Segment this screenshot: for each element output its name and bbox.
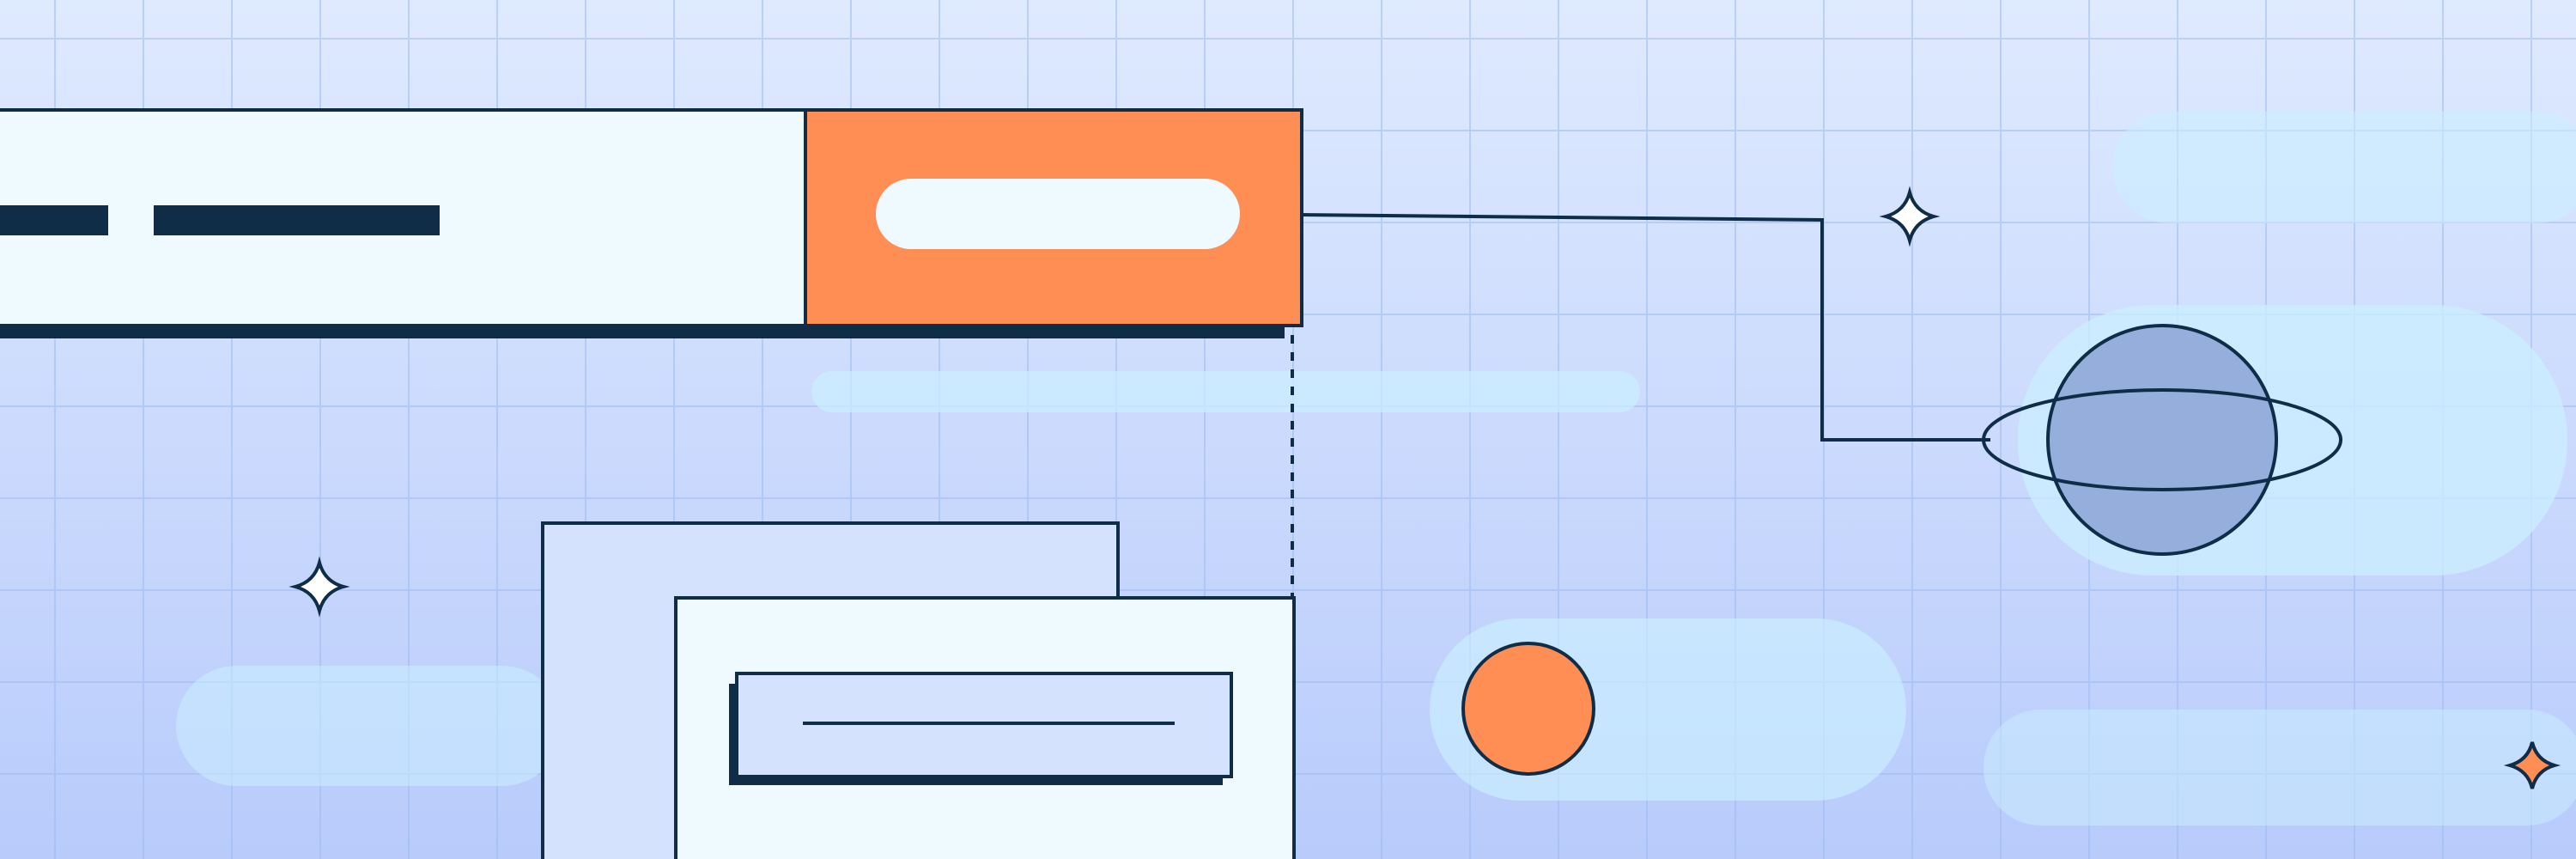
window-card-stack	[541, 521, 1296, 859]
sparkle-icon	[289, 556, 350, 618]
connector-line-to-planet	[1301, 213, 1990, 442]
cloud-left	[176, 666, 562, 786]
search-button-pill	[876, 179, 1240, 249]
planet-icon	[1982, 324, 2342, 556]
cloud-bottom-right	[1984, 710, 2576, 825]
search-text-dash-long	[154, 205, 440, 235]
orange-sparkle-icon	[2503, 741, 2561, 789]
cloud-top-right	[2112, 112, 2576, 223]
cloud-middle	[811, 371, 1640, 412]
planet-ring	[1982, 388, 2342, 491]
orange-circle-icon	[1461, 642, 1595, 776]
search-bar	[0, 108, 1303, 338]
planet-body	[2046, 324, 2278, 556]
search-text-dash-short	[0, 205, 108, 235]
connector-lines	[1291, 213, 1990, 596]
sparkle-icon	[1879, 186, 1941, 247]
